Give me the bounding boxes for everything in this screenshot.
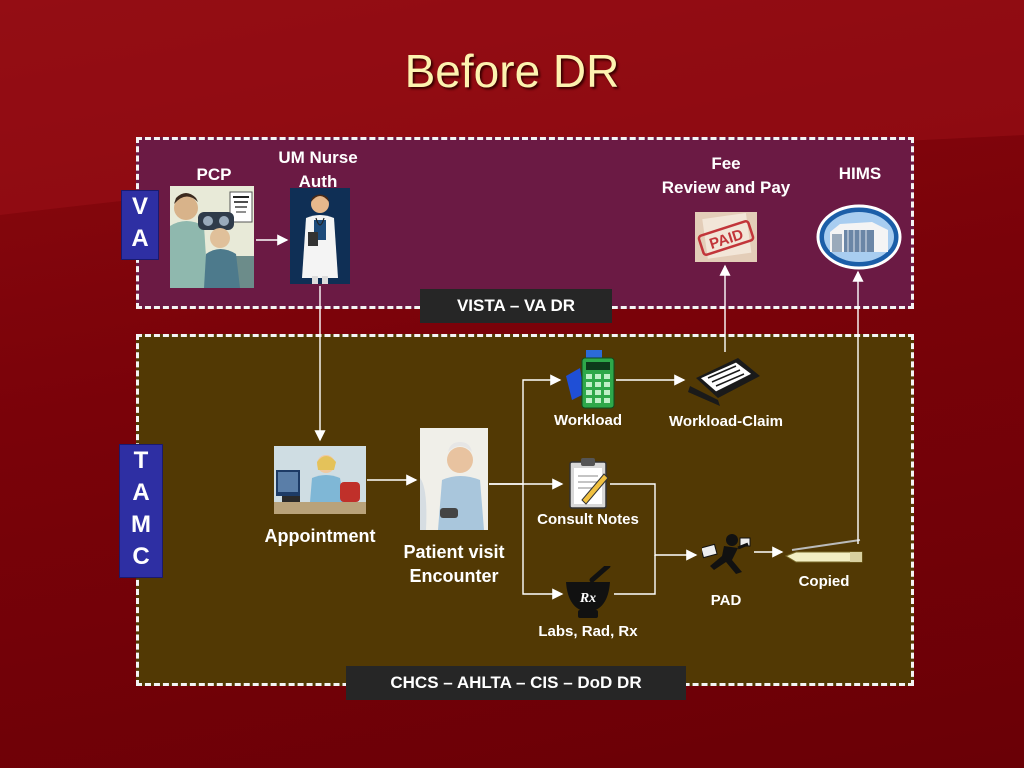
paid-stamp-illustration: PAID: [695, 212, 757, 262]
um-nurse-label: UM Nurse Auth: [278, 148, 358, 191]
hims-label: HIMS: [838, 164, 882, 183]
appointment-illustration: [274, 446, 366, 514]
um-nurse-illustration: [290, 188, 350, 284]
labs-rad-rx-label: Labs, Rad, Rx: [538, 623, 638, 640]
workload-calculator-icon: [564, 350, 616, 410]
patient-visit-illustration: [420, 428, 488, 530]
pad-runner-icon: [702, 532, 754, 578]
va-side-label: V A: [121, 190, 159, 260]
chcs-system-box: CHCS – AHLTA – CIS – DoD DR: [346, 666, 686, 700]
hims-building-icon: [816, 204, 902, 270]
fee-review-label: Fee Review and Pay: [661, 154, 791, 197]
copied-label: Copied: [798, 573, 850, 590]
tamc-side-label: T A M C: [119, 444, 163, 578]
consult-notes-clipboard-icon: [568, 458, 610, 510]
workload-label: Workload: [553, 412, 623, 429]
pcp-label: PCP: [196, 165, 232, 184]
patient-visit-label: Patient visit Encounter: [403, 542, 505, 586]
pad-label: PAD: [710, 592, 742, 609]
rx-symbol: Rx: [579, 591, 596, 606]
vista-system-box: VISTA – VA DR: [420, 289, 612, 323]
workload-claim-label: Workload-Claim: [669, 413, 783, 430]
labs-rx-mortar-icon: Rx: [562, 566, 614, 620]
workload-claim-printer-icon: [686, 352, 764, 406]
tamc-region: [136, 334, 914, 686]
copied-pen-icon: [784, 536, 864, 566]
appointment-label: Appointment: [264, 526, 376, 546]
pcp-illustration: [170, 186, 254, 288]
consult-notes-label: Consult Notes: [537, 511, 639, 528]
page-title: Before DR: [404, 45, 620, 97]
